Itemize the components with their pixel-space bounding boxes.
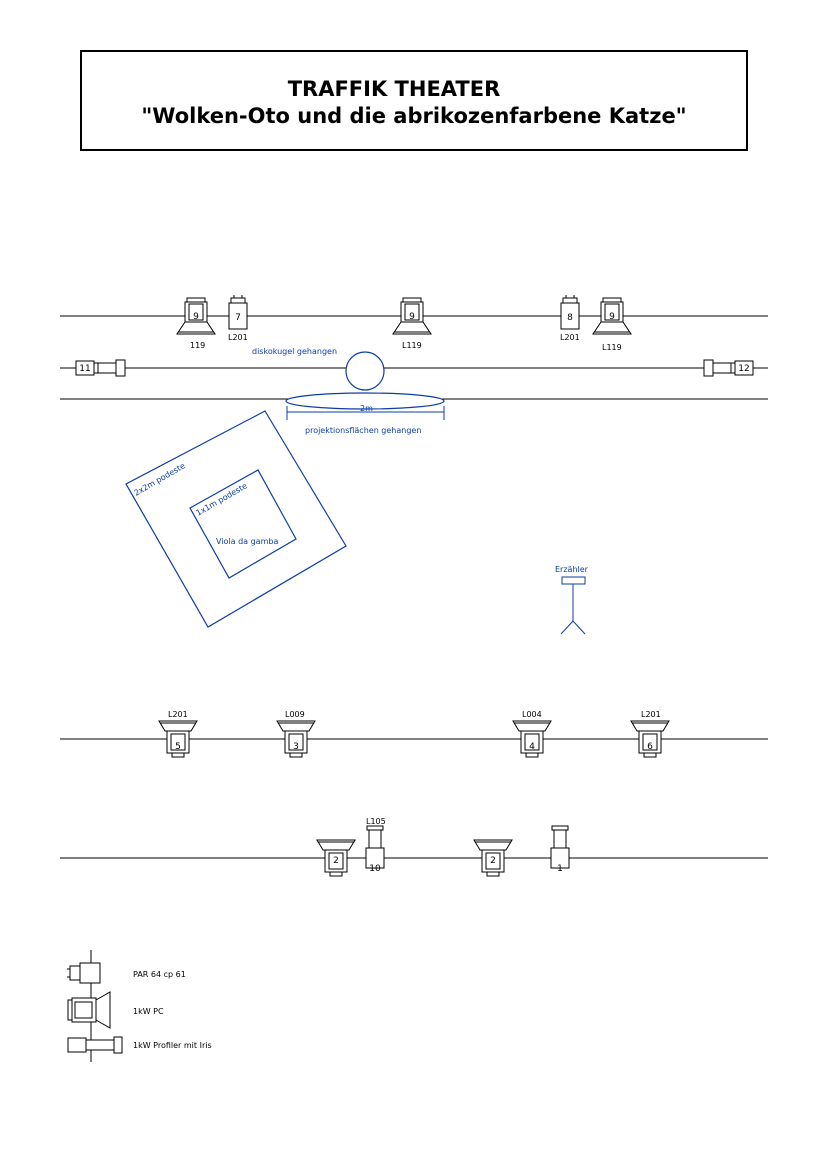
title-line-2: "Wolken-Oto und die abrikozenfarbene Kat…	[141, 104, 687, 128]
projection-screen-size: 2m	[360, 404, 373, 413]
middle-fixture-2-gel: L009	[285, 710, 305, 719]
middle-fixture-1-number: 5	[175, 742, 181, 752]
narrator	[560, 576, 586, 635]
title-box: TRAFFIK THEATER "Wolken-Oto und die abri…	[80, 50, 748, 151]
upper-fixture-2	[228, 294, 248, 330]
middle-fixture-3-number: 4	[529, 742, 535, 752]
profile-right-number: 12	[738, 364, 749, 374]
upper-fixture-3-gel: L119	[402, 341, 422, 350]
profile-left	[75, 359, 126, 377]
inner-podest	[189, 469, 297, 579]
projection-caption: projektionsflächen gehangen	[305, 426, 421, 435]
middle-fixture-4-gel: L201	[641, 710, 661, 719]
middle-fixture-2-number: 3	[293, 742, 299, 752]
instrument-label: Viola da gamba	[216, 537, 278, 546]
upper-fixture-1-number: 9	[193, 312, 199, 322]
front-fixture-3-number: 2	[490, 856, 496, 866]
legend-pc-label: 1kW PC	[133, 1007, 164, 1016]
profile-left-number: 11	[79, 364, 90, 374]
stage-podests: 2x2m podeste 1x1m podeste Viola da gamba	[125, 410, 347, 628]
upper-fixture-4	[560, 294, 580, 330]
upper-fixture-4-gel: L201	[560, 333, 580, 342]
projection-screen	[285, 392, 445, 410]
front-fixture-1-number: 2	[333, 856, 339, 866]
legend-par-label: PAR 64 cp 61	[133, 970, 186, 979]
front-fixture-4	[550, 825, 570, 869]
disco-ball-label: diskokugel gehangen	[252, 347, 337, 356]
inner-podest-label: 1x1m podeste	[195, 481, 249, 518]
legend-profile-icon	[67, 1036, 123, 1054]
projection-dimension	[286, 406, 445, 420]
upper-fixture-3-number: 9	[409, 312, 415, 322]
title-line-1: TRAFFIK THEATER	[287, 77, 501, 101]
narrator-label: Erzähler	[555, 565, 589, 574]
front-fixture-2	[365, 825, 385, 869]
legend-profile-label: 1kW Profiler mit Iris	[133, 1041, 212, 1050]
front-fixture-4-number: 1	[557, 864, 563, 874]
front-fixture-2-gel: L105	[366, 817, 386, 826]
middle-fixture-1-gel: L201	[168, 710, 188, 719]
upper-fixture-5-gel: L119	[602, 343, 622, 352]
upper-fixture-2-number: 7	[235, 313, 241, 323]
front-fixture-2-number: 10	[369, 864, 381, 874]
middle-fixture-3-gel: L004	[522, 710, 542, 719]
legend-pc-icon	[67, 991, 111, 1029]
outer-podest	[125, 410, 347, 628]
upper-fixture-2-gel: L201	[228, 333, 248, 342]
upper-fixture-1-gel: 119	[190, 341, 205, 350]
upper-fixture-5-number: 9	[609, 312, 615, 322]
legend-par-icon	[67, 962, 101, 984]
upper-fixture-4-number: 8	[567, 313, 573, 323]
middle-fixture-4-number: 6	[647, 742, 653, 752]
profile-right	[703, 359, 754, 377]
disco-ball	[345, 351, 385, 391]
